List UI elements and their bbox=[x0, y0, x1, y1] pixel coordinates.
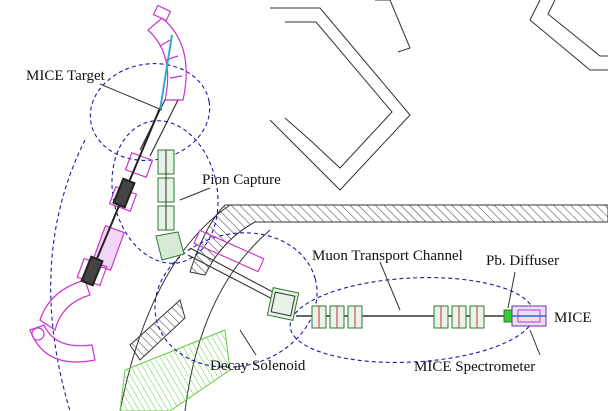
pion-capture-magnets bbox=[155, 149, 185, 261]
green-hatched-area bbox=[119, 329, 231, 411]
leader-lines bbox=[99, 83, 541, 356]
label-decay-solenoid: Decay Solenoid bbox=[210, 358, 306, 374]
label-pion-capture: Pion Capture bbox=[202, 172, 281, 188]
pion-capture-region-ellipse bbox=[111, 120, 219, 264]
shielding-wall bbox=[129, 204, 608, 361]
mice-spectrometer-device bbox=[503, 305, 547, 327]
target-beam bbox=[159, 34, 173, 111]
transport-quadrupoles bbox=[311, 305, 485, 329]
decay-solenoid-magnet bbox=[187, 229, 285, 305]
labels: MICE Target Pion Capture Muon Transport … bbox=[26, 68, 592, 375]
label-pb-diffuser: Pb. Diffuser bbox=[486, 253, 559, 269]
label-mice-spectrometer: MICE Spectrometer bbox=[414, 359, 535, 375]
label-muon-transport-channel: Muon Transport Channel bbox=[312, 248, 463, 264]
label-mice: MICE bbox=[554, 310, 592, 326]
decay-solenoid-region-ellipse bbox=[154, 232, 318, 368]
building-outline bbox=[269, 0, 608, 191]
upstream-core bbox=[80, 107, 161, 287]
label-mice-target: MICE Target bbox=[26, 68, 106, 84]
bending-dipole bbox=[266, 287, 300, 321]
